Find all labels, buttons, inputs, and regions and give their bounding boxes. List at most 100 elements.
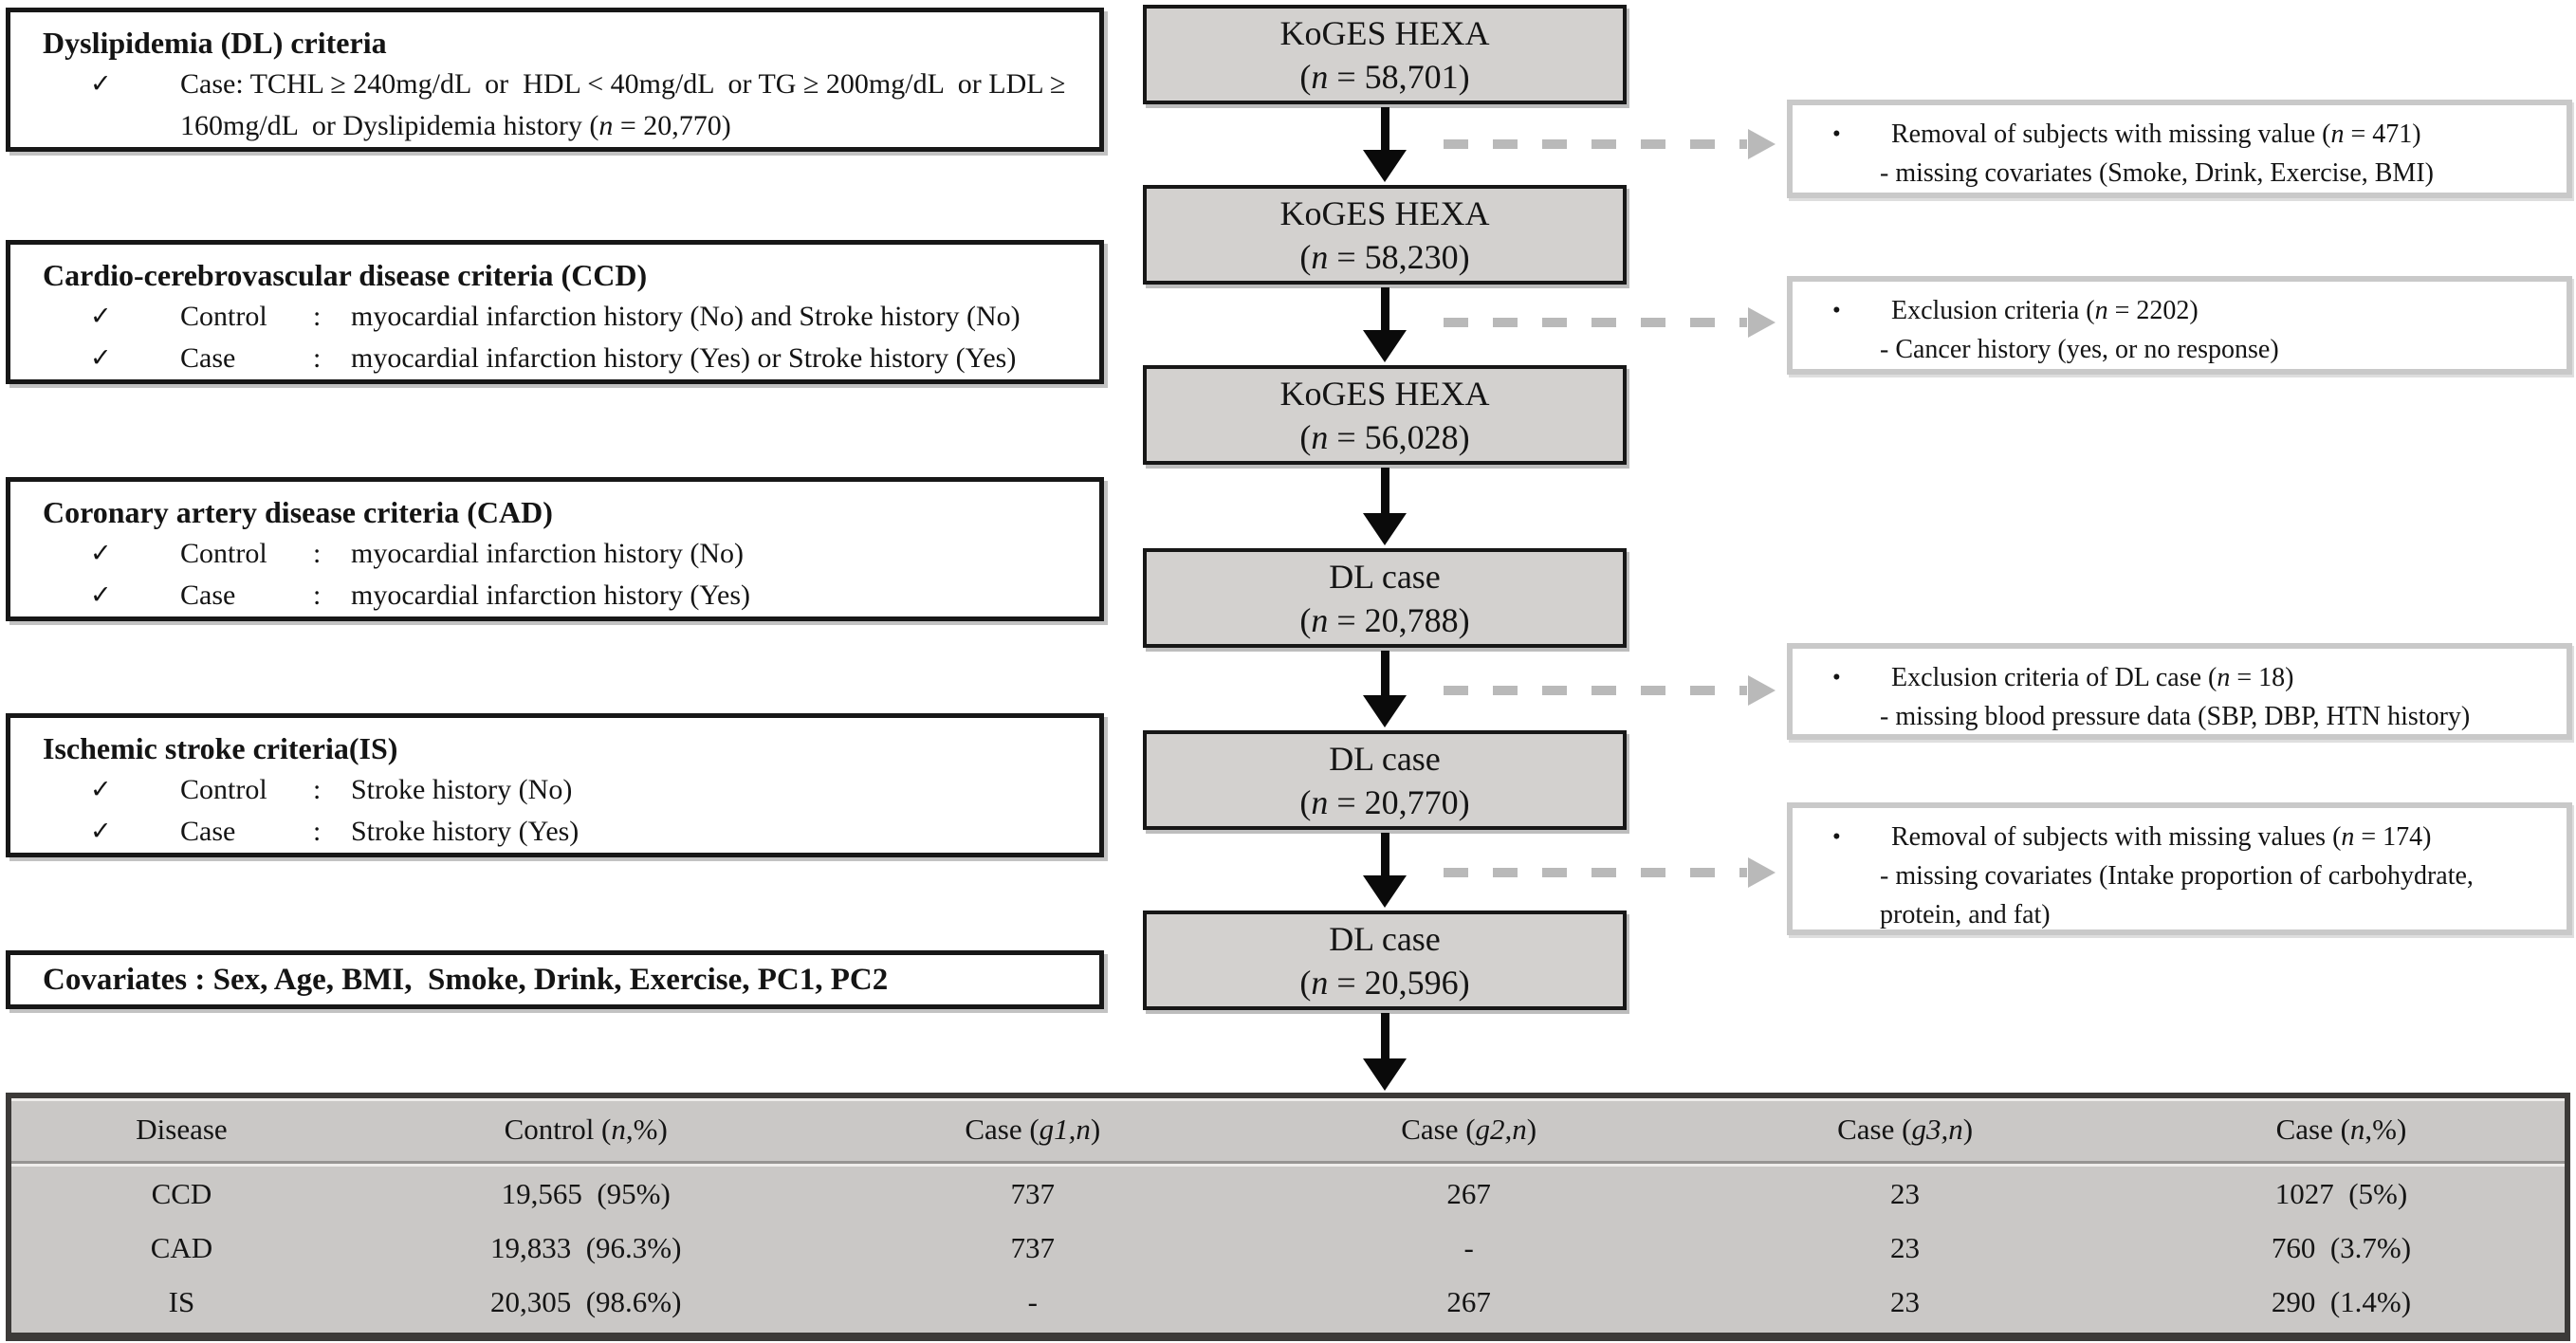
criteria-label: Control xyxy=(180,774,267,805)
flow-box-koges-hexa-3: KoGES HEXA (n = 56,028) xyxy=(1143,365,1627,465)
criteria-text: myocardial infarction history (Yes) xyxy=(351,580,751,611)
criteria-item: ✓ Control : myocardial infarction histor… xyxy=(43,533,1076,575)
table-row-ccd: CCD 19,565 (95%) 737 267 23 1027 (5%) xyxy=(11,1167,2565,1221)
criteria-item: ✓ Control : Stroke history (No) xyxy=(43,769,1076,811)
arrowhead-icon xyxy=(1363,695,1407,727)
table-header-case-g3: Case (g3,n) xyxy=(1837,1113,1974,1146)
summary-table: Disease Control (n,%) Case (g1,n) Case (… xyxy=(6,1093,2570,1341)
checkmark-icon: ✓ xyxy=(90,539,112,568)
covariates-box: Covariates : Sex, Age, BMI, Smoke, Drink… xyxy=(6,950,1104,1009)
criteria-box-ischemic-stroke: Ischemic stroke criteria(IS) ✓ Control :… xyxy=(6,713,1104,857)
criteria-item: ✓ Case : myocardial infarction history (… xyxy=(43,338,1076,379)
table-header-control: Control (n,%) xyxy=(504,1113,668,1146)
criteria-text: myocardial infarction history (Yes) or S… xyxy=(351,342,1017,374)
flow-box-title: KoGES HEXA xyxy=(1279,374,1490,413)
arrowhead-icon xyxy=(1363,330,1407,362)
colon: : xyxy=(313,301,322,332)
criteria-label: Case xyxy=(180,816,236,847)
note-sub-text: - missing covariates (Intake proportion … xyxy=(1880,861,2480,929)
arrowhead-icon xyxy=(1363,1058,1407,1091)
criteria-text: myocardial infarction history (No) and S… xyxy=(351,301,1021,332)
table-row-is: IS 20,305 (98.6%) - 267 23 290 (1.4%) xyxy=(11,1275,2565,1329)
dashed-arrow-3 xyxy=(1444,675,1777,706)
table-cell: 23 xyxy=(1890,1230,1921,1264)
colon: : xyxy=(313,342,322,374)
down-arrow-4 xyxy=(1363,651,1407,727)
checkmark-icon: ✓ xyxy=(90,817,112,846)
criteria-title: Dyslipidemia (DL) criteria xyxy=(43,26,387,60)
down-arrow-5 xyxy=(1363,833,1407,908)
note-box-exclusion-2202: • Exclusion criteria (n = 2202) - Cancer… xyxy=(1787,276,2572,375)
note-sub-text: - missing covariates (Smoke, Drink, Exer… xyxy=(1880,158,2434,188)
criteria-box-cad: Coronary artery disease criteria (CAD) ✓… xyxy=(6,477,1104,621)
arrowhead-icon xyxy=(1363,875,1407,908)
criteria-label: Case xyxy=(180,580,236,611)
table-cell: 23 xyxy=(1890,1176,1921,1210)
note-main-text: Exclusion criteria of DL case (n = 18) xyxy=(1891,663,2294,692)
note-main-text: Exclusion criteria (n = 2202) xyxy=(1891,296,2199,325)
criteria-text: myocardial infarction history (No) xyxy=(351,538,745,569)
dashed-arrow-1 xyxy=(1444,129,1777,159)
colon: : xyxy=(313,774,322,805)
table-cell: 737 xyxy=(1010,1176,1056,1210)
flow-box-title: KoGES HEXA xyxy=(1279,13,1490,52)
colon: : xyxy=(313,816,322,847)
note-box-exclusion-dl-18: • Exclusion criteria of DL case (n = 18)… xyxy=(1787,643,2572,740)
table-cell: - xyxy=(1463,1230,1474,1264)
flow-box-title: DL case xyxy=(1329,739,1441,778)
down-arrow-3 xyxy=(1363,468,1407,545)
table-header-case-g1: Case (g1,n) xyxy=(965,1113,1101,1146)
table-cell: 267 xyxy=(1446,1176,1491,1210)
note-box-missing-values-174: • Removal of subjects with missing value… xyxy=(1787,802,2572,935)
flow-box-count: (n = 58,230) xyxy=(1299,237,1470,276)
dashed-arrow-4 xyxy=(1444,857,1777,888)
table-cell: CCD xyxy=(151,1176,212,1210)
dashed-arrow-2 xyxy=(1444,307,1777,338)
colon: : xyxy=(313,538,322,569)
checkmark-icon: ✓ xyxy=(90,343,112,373)
note-sub-text: - missing blood pressure data (SBP, DBP,… xyxy=(1880,702,2471,731)
table-cell: 19,833 (96.3%) xyxy=(489,1230,682,1264)
note-main-text: Removal of subjects with missing value (… xyxy=(1891,120,2421,149)
criteria-box-dyslipidemia: Dyslipidemia (DL) criteria ✓ Case: TCHL … xyxy=(6,8,1104,152)
flow-box-count: (n = 58,701) xyxy=(1299,57,1470,96)
flow-box-count: (n = 20,788) xyxy=(1299,600,1470,639)
flow-box-count: (n = 56,028) xyxy=(1299,417,1470,456)
down-arrow-1 xyxy=(1363,107,1407,182)
bullet-icon: • xyxy=(1832,121,1841,147)
down-arrow-2 xyxy=(1363,287,1407,362)
flow-box-koges-hexa-2: KoGES HEXA (n = 58,230) xyxy=(1143,185,1627,285)
criteria-item: ✓ Case : myocardial infarction history (… xyxy=(43,575,1076,616)
flow-box-dl-case-2: DL case (n = 20,770) xyxy=(1143,730,1627,830)
flow-box-title: DL case xyxy=(1329,557,1441,596)
flow-box-koges-hexa-1: KoGES HEXA (n = 58,701) xyxy=(1143,5,1627,104)
criteria-title: Cardio-cerebrovascular disease criteria … xyxy=(43,258,648,292)
criteria-label: Case xyxy=(180,342,236,374)
criteria-box-ccd: Cardio-cerebrovascular disease criteria … xyxy=(6,240,1104,384)
flow-box-dl-case-1: DL case (n = 20,788) xyxy=(1143,548,1627,648)
table-cell: 760 (3.7%) xyxy=(2271,1230,2412,1264)
table-cell: 19,565 (95%) xyxy=(501,1176,671,1210)
checkmark-icon: ✓ xyxy=(90,775,112,804)
note-box-missing-value-471: • Removal of subjects with missing value… xyxy=(1787,100,2572,198)
note-sub-text: - Cancer history (yes, or no response) xyxy=(1880,335,2279,364)
criteria-label: Control xyxy=(180,538,267,569)
table-cell: IS xyxy=(168,1284,195,1318)
table-header-row: Disease Control (n,%) Case (g1,n) Case (… xyxy=(11,1098,2565,1164)
table-cell: CAD xyxy=(150,1230,213,1264)
criteria-item: ✓ Case: TCHL ≥ 240mg/dL or HDL < 40mg/dL… xyxy=(43,64,1076,147)
flow-box-title: DL case xyxy=(1329,919,1441,958)
table-row-cad: CAD 19,833 (96.3%) 737 - 23 760 (3.7%) xyxy=(11,1221,2565,1275)
table-cell: - xyxy=(1027,1284,1038,1318)
checkmark-icon: ✓ xyxy=(90,69,112,99)
flow-box-dl-case-3: DL case (n = 20,596) xyxy=(1143,911,1627,1010)
criteria-item: ✓ Control : myocardial infarction histor… xyxy=(43,296,1076,338)
arrowhead-icon xyxy=(1748,857,1776,888)
colon: : xyxy=(313,580,322,611)
table-header-case-g2: Case (g2,n) xyxy=(1401,1113,1537,1146)
checkmark-icon: ✓ xyxy=(90,580,112,610)
arrowhead-icon xyxy=(1748,307,1776,338)
down-arrow-6 xyxy=(1363,1013,1407,1091)
criteria-label: Control xyxy=(180,301,267,332)
